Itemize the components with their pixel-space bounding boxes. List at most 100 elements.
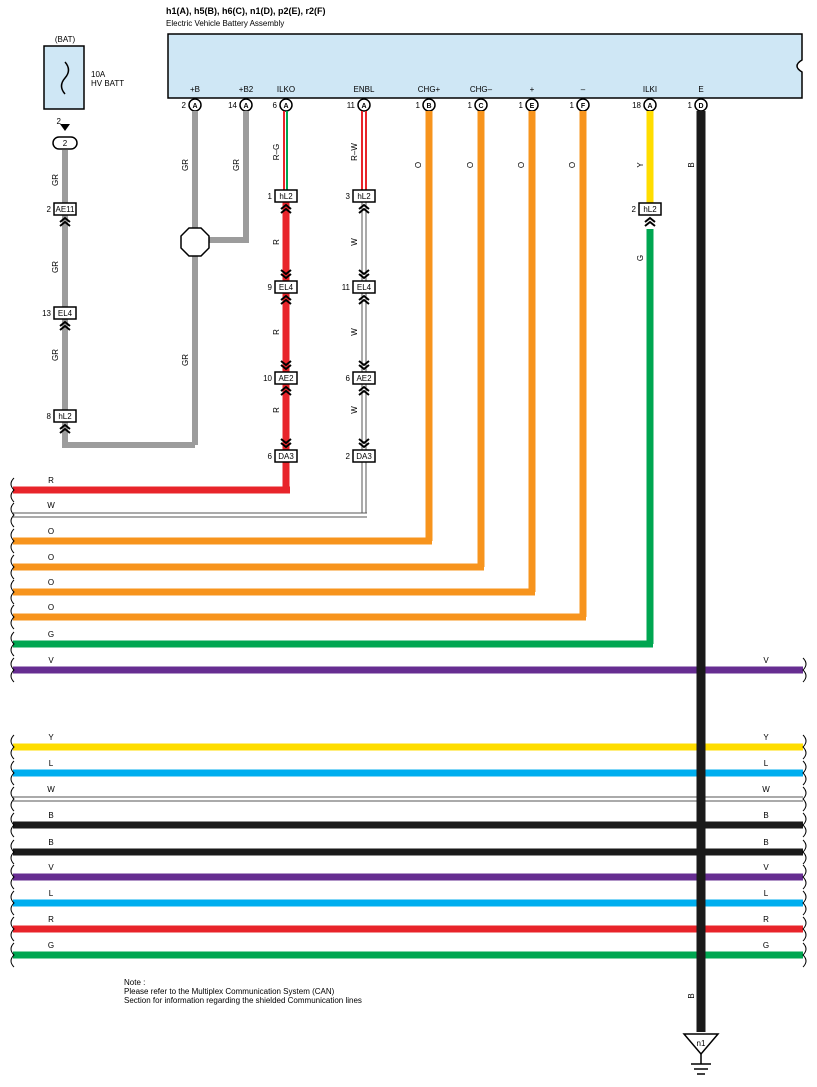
enbl-path-label-0: W [350,238,359,246]
ilko-conn-1-box [274,280,298,294]
bus-label-left-2: O [48,527,54,536]
bus-break-right-7 [802,657,807,683]
ilko-conn-3-name: DA3 [278,452,294,461]
terminal-conn-0: A [192,103,197,110]
bus-label-right-11: B [763,811,768,820]
orange-wire-label-1: O [466,162,475,168]
component-name: Electric Vehicle Battery Assembly [166,19,285,28]
bus-label-right-7: V [763,656,769,665]
ground-wire-label-top: B [687,162,696,167]
terminal-label-7: – [581,85,586,94]
bus-break-left-4 [10,579,15,605]
bus-label-left-10: W [47,785,55,794]
note-line-2: Section for information regarding the sh… [124,996,362,1005]
terminal-pin-7: 1 [570,101,575,110]
enbl-conn-1-pin: 11 [342,283,351,292]
ilko-conn-2-name: AE2 [278,374,294,383]
fuse-path-conn-1-name: EL4 [58,309,73,318]
ilki-conn-pin: 2 [632,205,637,214]
terminal-pin-4: 1 [416,101,421,110]
ilko-chev-up-2-a [280,389,292,396]
terminal-pin-8: 18 [632,101,641,110]
enbl-conn-0-box [352,189,376,203]
enbl-path-label-1: W [350,328,359,336]
ilko-conn-3-pin: 6 [268,452,273,461]
fuse-path-conn-2-box [53,409,77,423]
bus-break-left-2 [10,528,15,554]
bus-break-right-9 [802,760,807,786]
ilki-chev-a [644,220,656,227]
ilko-conn-1-pin: 9 [268,283,273,292]
enbl-chev-1-b [358,273,370,280]
bus-label-left-5: O [48,603,54,612]
bus-break-right-14 [802,890,807,916]
bus-label-left-12: B [48,838,53,847]
fuse-ground-ref: 2 [63,139,68,148]
fuse-path-conn-0-name: AE11 [56,205,76,214]
ilko-chev-up-1-a [280,298,292,305]
bus-break-left-15 [10,916,15,942]
terminal-pin-0: 2 [182,101,187,110]
bus-label-left-13: V [48,863,54,872]
ilko-path-label-1: R [272,329,281,335]
terminal-conn-6: E [530,103,535,110]
enbl-chev-up-1-b [358,294,370,301]
enbl-conn-0-name: hL2 [357,192,371,201]
terminal-conn-9: D [698,103,703,110]
ilko-conn-0-pin: 1 [268,192,273,201]
terminal-conn-8: A [647,103,652,110]
bus-label-left-6: G [48,630,54,639]
fuse-box [43,45,85,110]
orange-wire-label-3: O [568,162,577,168]
enbl-conn-3-box [352,449,376,463]
bus-label-left-9: L [49,759,54,768]
note-block: Note : Please refer to the Multiplex Com… [124,978,362,1005]
terminal-pin-2: 6 [273,101,278,110]
fuse-path-chev-0-b [59,216,71,223]
plusb-wire-label-top: GR [181,159,190,171]
terminal-label-9: E [698,85,703,94]
fuse-path-wire-label-2: GR [51,349,60,361]
terminal-pin-5: 1 [468,101,473,110]
ilki-chev-b [644,216,656,223]
bus-label-left-11: B [48,811,53,820]
bus-break-right-15 [802,916,807,942]
enbl-conn-2-box [352,371,376,385]
ground-triangle [682,1033,720,1056]
bus-break-right-10 [802,786,807,812]
fuse-path-chev-2-b [59,423,71,430]
fuse-path-conn-2-pin: 8 [47,412,52,421]
diagram-connector-list: h1(A), h5(B), h6(C), n1(D), p2(E), r2(F) [166,6,326,16]
component-body [167,33,803,99]
ilko-chev-1-a [280,269,292,276]
fuse-icon [60,61,70,95]
terminal-label-5: CHG– [470,85,493,94]
enbl-chev-up-2-b [358,385,370,392]
fuse-path-wire-label-0: GR [51,174,60,186]
ilko-conn-2-pin: 10 [263,374,272,383]
bus-label-right-8: Y [763,733,769,742]
ilko-chev-up-2-b [280,385,292,392]
bus-break-left-13 [10,864,15,890]
ilko-conn-1-name: EL4 [279,283,294,292]
bus-label-left-14: L [49,889,54,898]
enbl-conn-2-pin: 6 [346,374,351,383]
bus-label-left-0: R [48,476,54,485]
bus-label-left-7: V [48,656,54,665]
orange-wire-label-2: O [517,162,526,168]
terminal-label-2: ILKO [277,85,295,94]
ilko-chev-3-b [280,442,292,449]
ilki-wire-label: Y [636,162,645,168]
fuse-path-chev-0-a [59,220,71,227]
terminal-pin-9: 1 [688,101,693,110]
terminal-connector-3 [357,98,371,112]
terminal-label-3: ENBL [354,85,375,94]
terminal-label-8: ILKI [643,85,657,94]
fuse-source-label: (BAT) [55,35,76,44]
enbl-path-label-2: W [350,406,359,414]
enbl-chev-2-b [358,364,370,371]
terminal-conn-4: B [426,103,431,110]
terminal-pin-3: 11 [347,101,356,110]
ilko-chev-1-b [280,273,292,280]
